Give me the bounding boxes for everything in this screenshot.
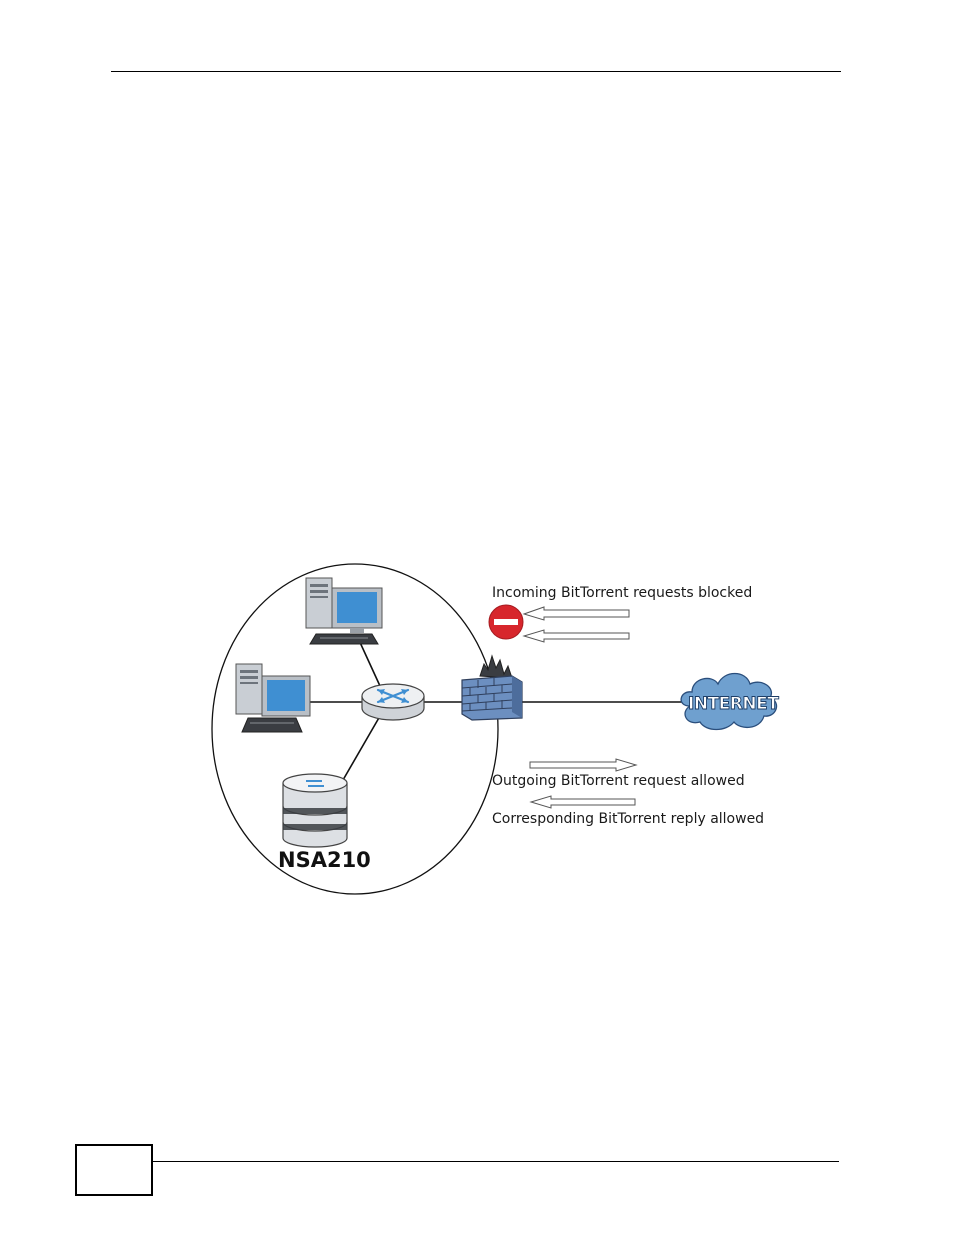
link-pc1-router [358,638,380,686]
footer-rule [152,1161,839,1162]
computer-icon [306,578,382,644]
incoming-arrow-1 [524,607,629,620]
incoming-blocked-label: Incoming BitTorrent requests blocked [492,585,752,601]
incoming-arrows [524,607,629,642]
outgoing-allowed-label: Outgoing BitTorrent request allowed [492,773,745,789]
nas-icon [283,774,347,847]
page-number-box [75,1144,153,1196]
reply-allowed-label: Corresponding BitTorrent reply allowed [492,811,764,827]
reply-arrow [531,796,635,808]
router-icon [362,684,424,720]
incoming-arrow-2 [524,630,629,642]
outgoing-arrow [530,759,636,771]
computer-icon [236,664,310,732]
internet-label: INTERNET [688,694,779,714]
firewall-icon [462,656,522,720]
nas-label: NSA210 [278,848,371,872]
no-entry-icon [489,605,523,639]
link-nas-router [343,716,380,780]
